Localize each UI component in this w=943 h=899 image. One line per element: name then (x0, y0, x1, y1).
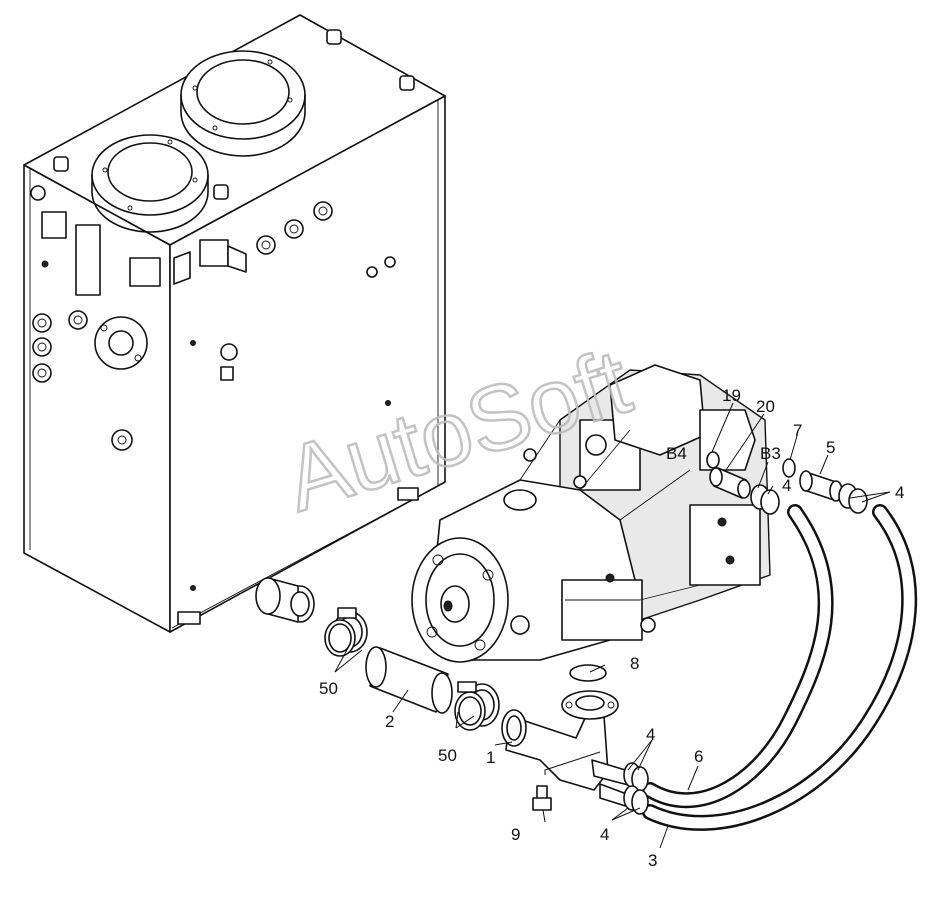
callout-b4: B4 (666, 444, 687, 463)
suction-pipe-1 (501, 690, 633, 809)
callout-b3: B3 (760, 444, 781, 463)
hydraulic-tank (23, 14, 446, 633)
left-face-fittings (30, 185, 161, 451)
callout-3: 3 (648, 851, 657, 870)
tank-suction-port (255, 577, 315, 623)
callout-4-right: 4 (895, 483, 904, 502)
callout-4-b3: 4 (782, 476, 791, 495)
callout-50-upper: 50 (319, 679, 338, 698)
callout-4-lower: 4 (600, 825, 609, 844)
fittings-b3-b4 (706, 451, 868, 515)
callout-5: 6 (694, 747, 703, 766)
callout-8: 7 (793, 421, 802, 440)
callout-4-upper: 4 (646, 725, 655, 744)
bolt-7 (532, 785, 552, 811)
callout-labels: 50 2 50 1 8 9 4 4 6 3 B4 19 20 B3 4 7 5 … (319, 386, 904, 870)
callout-2: 2 (385, 712, 394, 731)
clamp-50-lower (454, 681, 500, 731)
callout-50-lower: 50 (438, 746, 457, 765)
callout-6: 8 (630, 654, 639, 673)
right-face-fittings (173, 201, 396, 591)
tank-foot (397, 487, 419, 501)
tank-foot (177, 611, 201, 625)
callout-19: 19 (722, 386, 741, 405)
o-ring-6 (569, 664, 607, 682)
lower-clamps-4 (623, 762, 649, 815)
leader-lines (334, 402, 891, 849)
drain-hose-5 (642, 504, 834, 809)
callout-7: 9 (511, 825, 520, 844)
callout-1: 1 (486, 748, 495, 767)
suction-hose-2 (365, 646, 453, 714)
drain-hose-3 (642, 504, 918, 831)
tank-bosses (53, 29, 415, 200)
main-hydraulic-pump (411, 364, 771, 663)
o-ring-19 (706, 451, 720, 469)
callout-20: 20 (756, 397, 775, 416)
top-port-small (91, 134, 209, 233)
clamp-50-upper (324, 607, 368, 657)
top-port-large (180, 50, 306, 157)
o-ring-8 (782, 458, 796, 478)
callout-9: 5 (826, 438, 835, 457)
